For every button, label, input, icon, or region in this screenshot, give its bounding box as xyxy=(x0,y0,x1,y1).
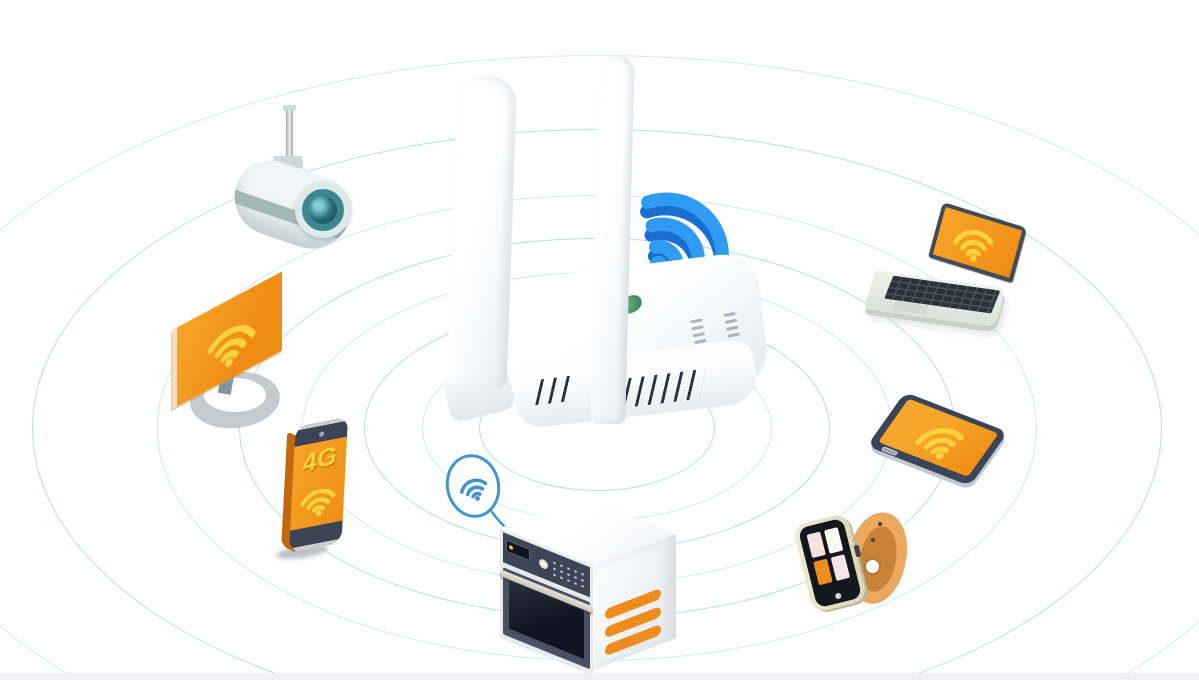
watch-strap-hole xyxy=(871,538,875,542)
wifi-icon xyxy=(952,218,994,262)
wifi-icon xyxy=(204,303,260,376)
smart-tv xyxy=(168,264,353,439)
app-tile xyxy=(813,558,833,586)
laptop-base xyxy=(863,270,1006,328)
phone-bottom-bezel xyxy=(288,520,343,553)
4g-smartphone: 4G xyxy=(275,416,360,570)
wifi-icon xyxy=(914,414,965,461)
watch-body xyxy=(791,512,869,614)
tablet xyxy=(862,385,1027,500)
laptop-lid xyxy=(928,202,1028,283)
led-indicator xyxy=(690,318,703,324)
smart-oven xyxy=(439,446,708,680)
camera-lens-glass xyxy=(309,196,337,224)
app-tile xyxy=(823,527,844,554)
smartwatch xyxy=(791,506,920,618)
router-left-antenna xyxy=(446,75,518,389)
oven-display-dot xyxy=(509,544,513,551)
camera-antenna xyxy=(286,110,293,160)
bottom-strip xyxy=(0,673,1199,680)
app-tiles xyxy=(806,527,851,586)
watch-strap-hole xyxy=(878,522,882,526)
wifi-icon xyxy=(454,467,492,505)
app-tile xyxy=(830,554,851,581)
led-indicator xyxy=(692,332,706,338)
camera-antenna-cap xyxy=(283,105,296,111)
watch-home-button xyxy=(834,592,842,600)
tablet-body xyxy=(866,392,1008,487)
watch-screen xyxy=(797,517,863,609)
led-indicator xyxy=(691,325,704,331)
led-indicator xyxy=(723,311,736,318)
led-indicator xyxy=(724,318,738,324)
oven-display xyxy=(506,539,530,562)
app-tile xyxy=(806,531,826,559)
security-camera xyxy=(224,104,373,260)
watch-strap-buckle xyxy=(864,558,881,575)
tv-screen xyxy=(172,271,282,409)
wifi-bubble-icon xyxy=(439,449,507,523)
phone-body: 4G xyxy=(279,416,352,561)
oven-buttons xyxy=(551,558,587,592)
tablet-screen xyxy=(878,398,999,477)
phone-4g-label: 4G xyxy=(302,441,338,479)
phone-screen: 4G xyxy=(288,416,349,553)
laptop xyxy=(863,182,1045,347)
phone-camera-dot xyxy=(318,431,325,438)
led-indicator xyxy=(727,332,740,338)
wifi-icon xyxy=(299,475,337,521)
led-indicator xyxy=(726,325,739,331)
oven-knob xyxy=(539,557,548,571)
signal-ring xyxy=(0,55,1199,680)
camera-lens-icon xyxy=(295,182,351,238)
laptop-screen xyxy=(932,207,1023,278)
led-indicator xyxy=(694,338,707,345)
